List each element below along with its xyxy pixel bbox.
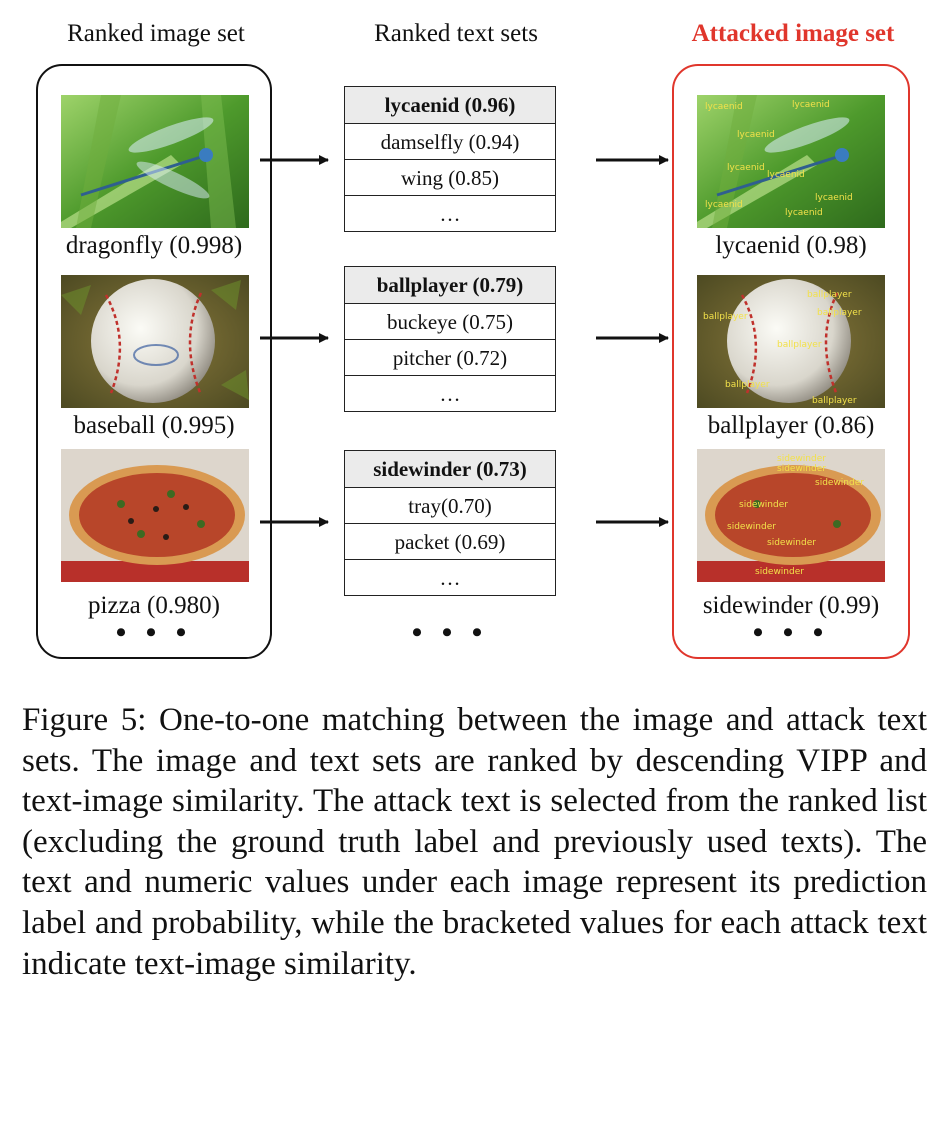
attacked-set-ellipsis: • • • xyxy=(752,616,830,649)
ranked-text-cell: packet (0.69) xyxy=(345,523,555,559)
attacked-image-panel xyxy=(672,64,910,659)
ranked-text-table: sidewinder (0.73) tray(0.70) packet (0.6… xyxy=(344,450,556,596)
ranked-text-table: lycaenid (0.96) damselfly (0.94) wing (0… xyxy=(344,86,556,232)
overlay-word: sidewinder xyxy=(739,500,788,510)
overlay-word: lycaenid xyxy=(815,193,853,203)
dragonfly-image xyxy=(61,95,249,228)
top-attack-text: lycaenid (0.96) xyxy=(345,87,555,123)
overlay-word: lycaenid xyxy=(785,208,823,218)
pizza-image xyxy=(61,449,249,582)
ranked-text-cell: pitcher (0.72) xyxy=(345,339,555,375)
ranked-image-set-title: Ranked image set xyxy=(67,20,245,47)
ranked-text-cell: damselfly (0.94) xyxy=(345,123,555,159)
attacked-pizza-image: sidewinder sidewinder sidewinder sidewin… xyxy=(697,449,885,582)
original-label: dragonfly (0.998) xyxy=(65,232,243,259)
overlay-word: sidewinder xyxy=(777,464,826,474)
original-label: baseball (0.995) xyxy=(73,412,235,439)
attacked-label: sidewinder (0.99) xyxy=(702,592,880,619)
top-attack-text: ballplayer (0.79) xyxy=(345,267,555,303)
original-label: pizza (0.980) xyxy=(88,592,220,619)
ranked-text-cell: wing (0.85) xyxy=(345,159,555,195)
overlay-word: sidewinder xyxy=(767,538,816,548)
overlay-word: ballplayer xyxy=(725,380,770,390)
attacked-image-set-title: Attacked image set xyxy=(691,20,895,47)
overlay-word: ballplayer xyxy=(807,290,852,300)
top-attack-text: sidewinder (0.73) xyxy=(345,451,555,487)
overlay-word: sidewinder xyxy=(727,522,776,532)
ranked-image-panel xyxy=(36,64,272,659)
arrows-layer xyxy=(260,155,669,527)
attacked-label: lycaenid (0.98) xyxy=(715,232,867,259)
overlay-word: ballplayer xyxy=(777,340,822,350)
text-sets-ellipsis: • • • xyxy=(411,616,489,649)
overlay-word: sidewinder xyxy=(755,567,804,577)
ranked-text-ellipsis: … xyxy=(345,559,555,595)
ranked-text-table: ballplayer (0.79) buckeye (0.75) pitcher… xyxy=(344,266,556,412)
overlay-word: sidewinder xyxy=(815,478,864,488)
overlay-word: ballplayer xyxy=(812,396,857,406)
overlay-word: lycaenid xyxy=(792,100,830,110)
figure-caption: Figure 5: One-to-one matching between th… xyxy=(22,702,927,982)
ranked-text-cell: buckeye (0.75) xyxy=(345,303,555,339)
ranked-text-sets-title: Ranked text sets xyxy=(374,20,538,47)
overlay-word: lycaenid xyxy=(767,170,805,180)
attacked-label: ballplayer (0.86) xyxy=(707,412,875,439)
image-set-ellipsis: • • • xyxy=(115,616,193,649)
ranked-text-ellipsis: … xyxy=(345,195,555,231)
overlay-word: ballplayer xyxy=(703,312,748,322)
overlay-word: lycaenid xyxy=(705,102,743,112)
overlay-word: sidewinder xyxy=(777,454,826,464)
overlay-word: lycaenid xyxy=(737,130,775,140)
overlay-word: lycaenid xyxy=(705,200,743,210)
figure-5: Ranked image set Ranked text sets Attack… xyxy=(36,20,910,659)
overlay-word: ballplayer xyxy=(817,308,862,318)
overlay-word: lycaenid xyxy=(727,163,765,173)
ranked-text-ellipsis: … xyxy=(345,375,555,411)
attacked-dragonfly-image: lycaenid lycaenid lycaenid lycaenid lyca… xyxy=(697,95,885,228)
attacked-baseball-image: ballplayer ballplayer ballplayer ballpla… xyxy=(697,275,885,408)
baseball-image xyxy=(61,275,249,408)
ranked-text-cell: tray(0.70) xyxy=(345,487,555,523)
